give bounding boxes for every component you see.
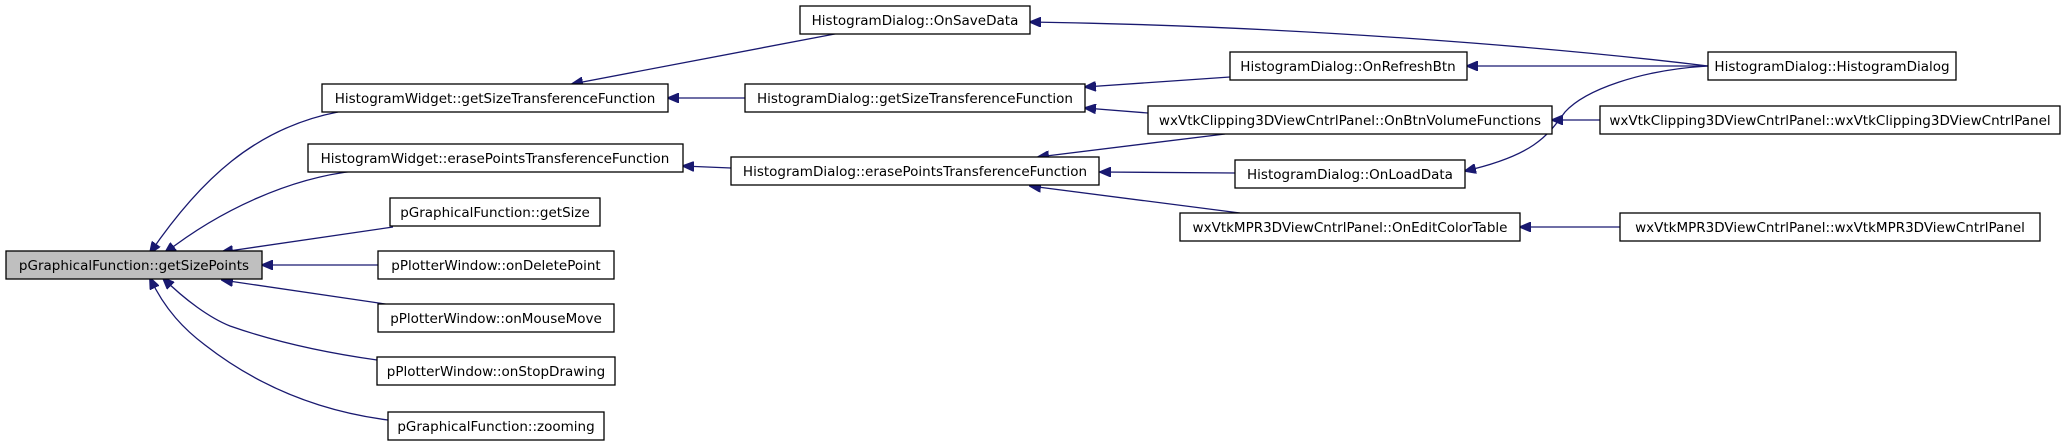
node-mpr-panel-ctor-label: wxVtkMPR3DViewCntrlPanel::wxVtkMPR3DView… [1635, 220, 2025, 236]
node-on-delete-point-label: pPlotterWindow::onDeletePoint [391, 258, 600, 274]
node-on-btn-volume-functions[interactable]: wxVtkClipping3DViewCntrlPanel::OnBtnVolu… [1147, 105, 1553, 135]
node-on-stop-drawing-label: pPlotterWindow::onStopDrawing [387, 364, 605, 380]
node-widget-erase-points-tf-label: HistogramWidget::erasePointsTransference… [321, 151, 670, 167]
node-zooming-label: pGraphicalFunction::zooming [397, 419, 594, 435]
edge-on-btn-volume-functions-to-dialog-get-size-tf [1085, 108, 1149, 113]
node-on-save-data[interactable]: HistogramDialog::OnSaveData [799, 5, 1031, 35]
node-get-size-points-label: pGraphicalFunction::getSizePoints [19, 258, 249, 274]
edge-on-edit-color-table-to-dialog-erase-points-tf [1030, 186, 1241, 214]
node-dialog-get-size-tf[interactable]: HistogramDialog::getSizeTransferenceFunc… [744, 83, 1086, 113]
node-on-btn-volume-functions-label: wxVtkClipping3DViewCntrlPanel::OnBtnVolu… [1159, 113, 1541, 129]
edge-dialog-erase-points-tf-to-widget-erase-points-tf [683, 166, 732, 168]
node-get-size[interactable]: pGraphicalFunction::getSize [389, 197, 601, 227]
node-on-load-data[interactable]: HistogramDialog::OnLoadData [1234, 159, 1466, 189]
edge-zooming-to-get-size-points [150, 278, 389, 421]
node-on-stop-drawing[interactable]: pPlotterWindow::onStopDrawing [376, 356, 616, 386]
edge-on-save-data-to-widget-get-size-tf [572, 32, 841, 84]
node-on-mouse-move[interactable]: pPlotterWindow::onMouseMove [377, 303, 615, 333]
node-dialog-erase-points-tf-label: HistogramDialog::erasePointsTransference… [743, 164, 1087, 180]
node-histogram-dialog-ctor[interactable]: HistogramDialog::HistogramDialog [1707, 51, 1957, 81]
nodes: pGraphicalFunction::getSizePoints Histog… [5, 5, 2061, 441]
node-on-delete-point[interactable]: pPlotterWindow::onDeletePoint [377, 250, 615, 280]
edge-widget-erase-points-tf-to-get-size-points [165, 170, 356, 253]
edge-on-load-data-to-dialog-erase-points-tf [1100, 172, 1236, 173]
node-on-refresh-btn-label: HistogramDialog::OnRefreshBtn [1240, 59, 1455, 75]
node-clipping-panel-ctor[interactable]: wxVtkClipping3DViewCntrlPanel::wxVtkClip… [1599, 105, 2061, 135]
node-on-edit-color-table-label: wxVtkMPR3DViewCntrlPanel::OnEditColorTab… [1193, 220, 1508, 236]
node-widget-erase-points-tf[interactable]: HistogramWidget::erasePointsTransference… [307, 143, 684, 173]
node-clipping-panel-ctor-label: wxVtkClipping3DViewCntrlPanel::wxVtkClip… [1609, 113, 2050, 129]
edge-on-btn-volume-functions-to-dialog-erase-points-tf [1038, 133, 1226, 157]
node-mpr-panel-ctor[interactable]: wxVtkMPR3DViewCntrlPanel::wxVtkMPR3DView… [1619, 212, 2041, 242]
node-on-refresh-btn[interactable]: HistogramDialog::OnRefreshBtn [1229, 51, 1468, 81]
node-on-save-data-label: HistogramDialog::OnSaveData [812, 13, 1019, 29]
edge-on-refresh-btn-to-dialog-get-size-tf [1085, 76, 1231, 87]
edge-histogram-dialog-ctor-to-on-load-data [1465, 65, 1709, 171]
node-dialog-get-size-tf-label: HistogramDialog::getSizeTransferenceFunc… [757, 91, 1073, 107]
node-get-size-label: pGraphicalFunction::getSize [400, 205, 590, 221]
edge-histogram-dialog-ctor-to-on-save-data [1030, 22, 1709, 67]
node-widget-get-size-tf-label: HistogramWidget::getSizeTransferenceFunc… [335, 91, 656, 107]
edge-on-mouse-move-to-get-size-points [222, 280, 393, 306]
node-histogram-dialog-ctor-label: HistogramDialog::HistogramDialog [1714, 59, 1949, 75]
node-on-mouse-move-label: pPlotterWindow::onMouseMove [390, 311, 602, 327]
edge-on-stop-drawing-to-get-size-points [163, 278, 378, 361]
node-on-load-data-label: HistogramDialog::OnLoadData [1247, 167, 1453, 183]
edge-widget-get-size-tf-to-get-size-points [150, 111, 339, 253]
edge-get-size-to-get-size-points [222, 226, 394, 252]
node-zooming[interactable]: pGraphicalFunction::zooming [387, 411, 605, 441]
node-widget-get-size-tf[interactable]: HistogramWidget::getSizeTransferenceFunc… [321, 83, 669, 113]
node-dialog-erase-points-tf[interactable]: HistogramDialog::erasePointsTransference… [730, 156, 1100, 186]
node-get-size-points[interactable]: pGraphicalFunction::getSizePoints [5, 250, 263, 280]
edges [150, 22, 1709, 421]
node-on-edit-color-table[interactable]: wxVtkMPR3DViewCntrlPanel::OnEditColorTab… [1179, 212, 1521, 242]
